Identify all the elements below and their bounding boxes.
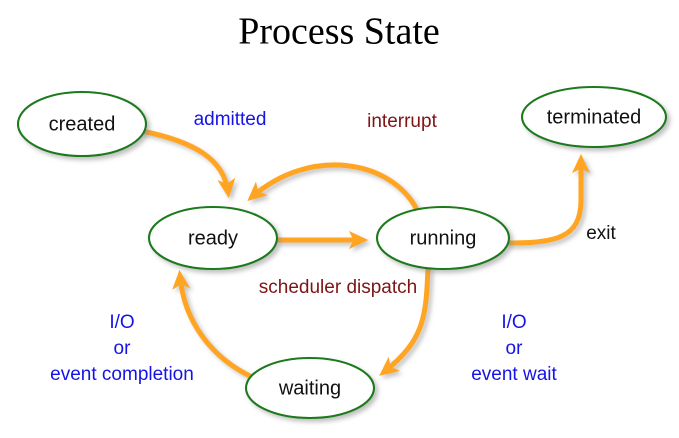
node-terminated-ellipse[interactable] [520, 85, 668, 149]
edge-label-io-event-wait-line3: event wait [471, 364, 557, 385]
edge-label-io-event-completion-line1: I/O [109, 312, 134, 333]
nodes-layer: created terminated ready running waiting [16, 85, 668, 420]
edge-label-admitted: admitted [194, 109, 267, 130]
node-waiting-label: waiting [278, 377, 341, 399]
node-terminated[interactable]: terminated [520, 85, 668, 149]
edge-exit [505, 153, 591, 246]
edge-label-io-event-completion: I/O or event completion [50, 312, 194, 385]
edge-label-io-event-completion-line2: or [114, 338, 132, 359]
edge-label-io-event-completion-line3: event completion [50, 364, 194, 385]
node-ready-label: ready [188, 227, 238, 249]
edge-interrupt [247, 162, 420, 213]
node-running-label: running [410, 227, 477, 249]
node-waiting-ellipse[interactable] [244, 356, 376, 420]
node-ready-ellipse[interactable] [147, 205, 279, 271]
node-running-ellipse[interactable] [375, 205, 511, 271]
node-running[interactable]: running [375, 205, 511, 271]
edge-io-event-wait [379, 265, 431, 376]
page-title: Process State [238, 11, 440, 53]
edge-io-event-completion [172, 269, 255, 380]
node-created-label: created [49, 113, 116, 135]
edge-admitted [139, 128, 236, 199]
edge-labels-layer: admitted interrupt scheduler dispatch ex… [50, 109, 616, 385]
node-created-ellipse[interactable] [16, 90, 148, 158]
node-ready[interactable]: ready [147, 205, 279, 271]
node-created[interactable]: created [16, 90, 148, 158]
node-waiting[interactable]: waiting [244, 356, 376, 420]
edge-label-scheduler-dispatch: scheduler dispatch [259, 277, 417, 298]
edge-label-io-event-wait-line1: I/O [501, 312, 526, 333]
edge-label-io-event-wait: I/O or event wait [471, 312, 557, 385]
edges-layer [139, 128, 591, 380]
edge-label-interrupt: interrupt [367, 111, 437, 132]
node-terminated-label: terminated [547, 106, 642, 128]
edge-label-exit: exit [586, 223, 616, 244]
edge-label-io-event-wait-line2: or [506, 338, 524, 359]
